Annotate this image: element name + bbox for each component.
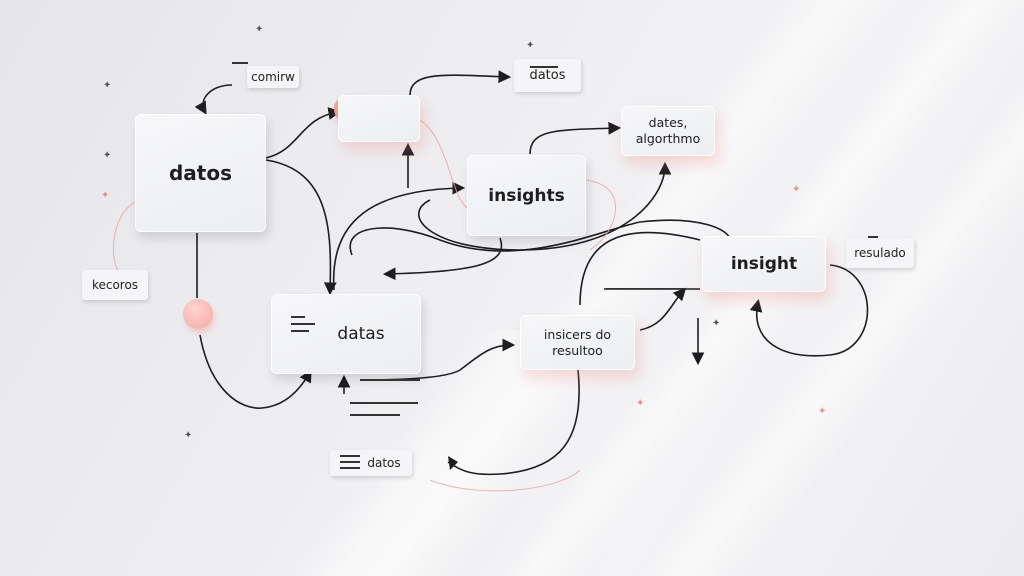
node-label: datas [337,324,385,344]
chip-resulado[interactable]: resulado [846,238,914,268]
sparkle-icon: ✦ [103,80,112,91]
node-datas[interactable]: datas [271,294,421,374]
wire [194,84,233,115]
node-insight[interactable]: insight [702,236,826,292]
wire [749,264,869,357]
text-line [350,402,418,404]
chip-label: resulado [854,246,906,260]
node-label: insicers do resultoo [543,326,612,358]
chip-label: datos [367,456,401,470]
chip-datos-top[interactable]: datos [514,59,581,92]
chip-kecoros[interactable]: kecoros [82,270,148,300]
node-label: datos [168,161,233,185]
dash-mark [232,62,248,64]
sparkle-icon: ✦ [103,150,112,161]
text-line [606,288,686,289]
chip-label: datos [529,68,566,83]
dash-mark [530,66,558,68]
sparkle-icon: ✦ [818,406,827,417]
text-line [350,414,400,416]
wire [409,70,512,96]
wire [265,107,342,159]
sparkle-icon: ✦ [792,184,801,195]
wire [332,181,466,291]
chip-comirw[interactable]: comirw [247,66,299,88]
text-line [360,379,420,381]
chip-label: comirw [251,70,295,84]
node-insicers-resultoo[interactable]: insicers do resultoo [520,315,635,370]
wire [447,369,580,476]
wire [349,219,731,256]
text-lines-icon [291,316,315,334]
text-lines-icon [340,455,360,469]
wire [265,159,337,296]
wire [639,287,687,331]
arrowhead-icon [448,456,458,470]
node-label: insights [488,185,565,206]
node-label: insight [730,254,798,274]
node-datos[interactable]: datos [135,114,266,232]
sparkle-icon: ✦ [101,190,110,201]
sparkle-icon: ✦ [184,430,193,441]
wire [199,334,312,409]
dash-mark [868,236,878,238]
wire [579,231,701,306]
node-dot[interactable] [183,299,213,329]
node-top-small[interactable] [338,95,420,142]
sparkle-icon: ✦ [526,40,535,51]
wire [529,121,622,155]
chip-label: kecoros [91,278,139,292]
sparkle-icon: ✦ [636,398,645,409]
node-label: dates, algorthmo [635,115,701,146]
wire [382,237,503,281]
chip-datos-bottom[interactable]: datos [330,450,412,476]
node-dates-algorithm[interactable]: dates, algorthmo [621,106,715,156]
sparkle-icon: ✦ [255,24,264,35]
node-insights[interactable]: insights [467,155,586,236]
sparkle-icon: ✦ [712,318,721,329]
